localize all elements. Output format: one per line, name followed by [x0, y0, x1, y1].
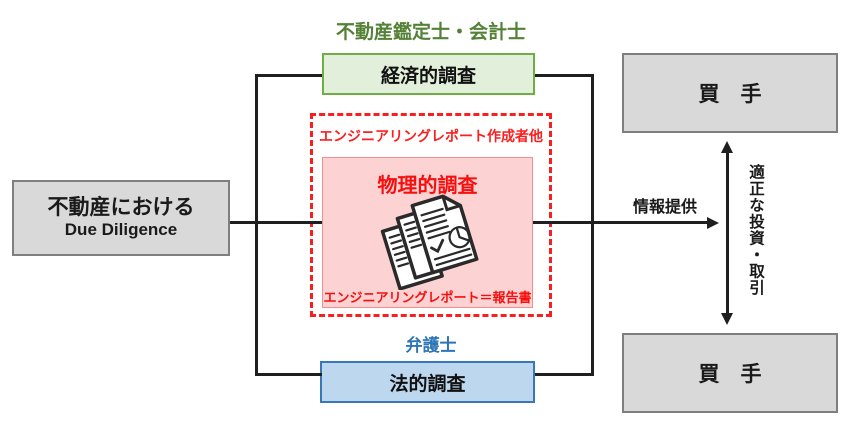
economic-survey-label: 経済的調査 — [380, 65, 476, 87]
connector-left-to-legal — [257, 373, 322, 376]
source-box: 不動産における Due Diligence — [12, 180, 230, 256]
legal-survey-label: 法的調査 — [389, 373, 466, 395]
fair-investment-label: 適正な投資・取引 — [747, 164, 764, 296]
info-arrowhead-icon — [707, 216, 719, 229]
engineering-caption-label: エンジニアリングレポート＝報告書 — [323, 290, 532, 305]
buyers-arrowhead-up-icon — [721, 141, 733, 153]
physical-survey-label: 物理的調査 — [377, 175, 478, 197]
engineering-dashed-box — [310, 113, 552, 317]
documents-report-icon — [372, 194, 502, 291]
economic-actor-label: 不動産鑑定士・会計士 — [335, 22, 526, 43]
buyer-bottom-label: 買 手 — [698, 363, 762, 386]
legal-survey-box: 法的調査 — [320, 361, 535, 403]
connector-source-to-physical — [230, 221, 322, 224]
connector-left-to-economic — [257, 74, 322, 77]
physical-survey-box — [322, 157, 533, 308]
info-arrow-shaft — [533, 221, 709, 224]
economic-survey-box: 経済的調査 — [322, 53, 535, 95]
engineering-header-label: エンジニアリングレポート作成者他 — [319, 128, 543, 144]
connector-left-trunk — [255, 74, 258, 376]
buyers-arrowhead-down-icon — [721, 313, 733, 325]
info-provision-label: 情報提供 — [632, 199, 697, 216]
source-subtitle: Due Diligence — [64, 220, 178, 240]
source-title: 不動産における — [47, 196, 195, 220]
buyer-top-box: 買 手 — [622, 53, 838, 133]
buyer-top-label: 買 手 — [698, 83, 762, 106]
connector-economic-to-right — [535, 74, 594, 77]
connector-right-trunk — [591, 74, 594, 376]
legal-actor-label: 弁護士 — [405, 336, 457, 355]
buyer-bottom-box: 買 手 — [622, 333, 838, 413]
buyers-arrow-shaft — [725, 151, 729, 315]
connector-legal-to-right — [535, 373, 594, 376]
